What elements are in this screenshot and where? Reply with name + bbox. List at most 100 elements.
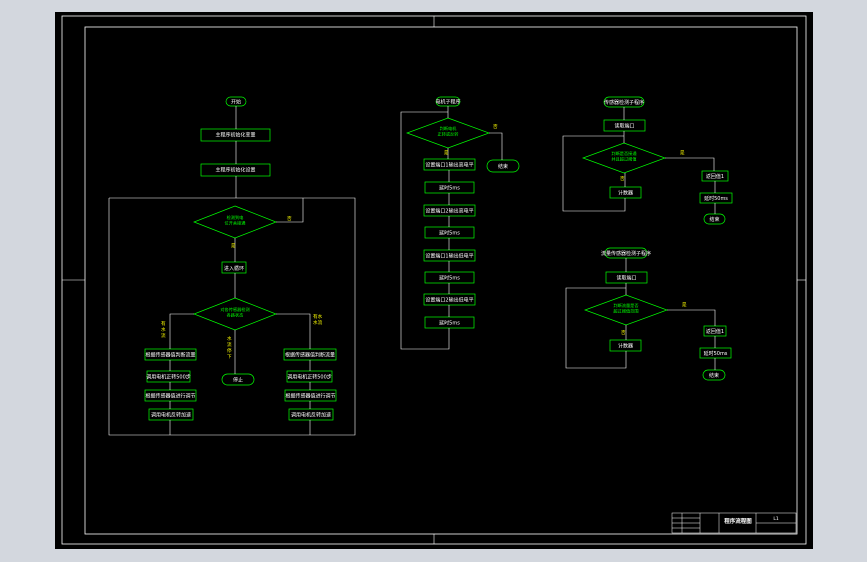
sensor1-end-terminal (703, 213, 726, 225)
sensor1-start-label: 传感器检测子程序 (604, 99, 644, 106)
main-left-step-2-box (146, 370, 191, 383)
text-line: 下 (227, 354, 232, 360)
main-connectors (108, 106, 356, 436)
main-right-step-3-box (284, 389, 337, 402)
sensor2-end-terminal (702, 369, 726, 381)
sensor1-check-diamond (581, 142, 667, 174)
sensor2-return-label: 返回值1 (706, 328, 724, 335)
text-line: 各路状态 (227, 311, 244, 318)
main-right-step-2-box (286, 370, 333, 383)
motor-start-label: 电机子程序 (435, 99, 460, 106)
sensor2-delay-label: 延时50ms (704, 350, 728, 357)
main-left-step-labels: 根据传感器值判断流量 调用电机正转500步 根据传感器值进行调节 调用电机反转加… (145, 352, 195, 419)
text-line: 流 (161, 332, 166, 339)
main-left-step-3-label: 根据传感器值进行调节 (145, 393, 195, 400)
motor-check-label: 判断电机正转或反转 (438, 125, 459, 137)
motor-step-2-box (424, 181, 475, 194)
motor-step-7-box (423, 293, 476, 306)
motor-step-8-label: 延时5ms (439, 320, 460, 327)
main-right-step-1-label: 根据传感器值判断流量 (285, 352, 335, 359)
sensor2-yes-label: 是 (682, 302, 687, 308)
inner-border (84, 26, 798, 535)
text-line: 判断是否接通 (611, 150, 637, 157)
main-stop-terminal (221, 373, 255, 386)
text-line: 流 (227, 341, 232, 348)
sensor1-yes-label: 是 (680, 150, 685, 156)
main-labels: 开始 主程序初始化变量 主程序初始化设置 检测到电位开关接通 否 是 进入循环 … (145, 99, 335, 419)
sensor1-counter-label: 计数器 (618, 190, 633, 197)
sensor2-counter-label: 计数器 (618, 343, 633, 350)
main-enter-loop-label: 进入循环 (224, 265, 244, 272)
motor-step-5-label: 设置端口1输出低电平 (425, 253, 473, 260)
sensor2-delay-box (699, 347, 732, 359)
main-no-label: 否 (287, 216, 292, 222)
main-right-step-4-box (288, 408, 334, 421)
main-right-step-labels: 根据传感器值判断流量 调用电机正转500步 根据传感器值进行调节 调用电机反转加… (285, 352, 336, 419)
text-line: 判断流量是否 (613, 302, 638, 309)
sensor1-labels: 传感器检测子程序 读取端口 判断是否接通并且超过阈值 是 否 计数器 返回值1 … (604, 99, 728, 223)
motor-step-1-label: 设置端口1输出高电平 (425, 162, 473, 169)
sensor1-flowchart (581, 96, 733, 225)
motor-step-5-box (423, 249, 476, 262)
main-right-step-3-label: 根据传感器值进行调节 (285, 393, 335, 400)
main-enter-loop-box (221, 261, 247, 274)
sensor1-delay-box (699, 192, 733, 204)
main-right-step-4-label: 调用电机反转加速 (291, 412, 331, 419)
motor-yes-label: 是 (444, 150, 449, 156)
main-middle-branch-label: 水流停下 (227, 335, 232, 360)
main-left-step-2-label: 调用电机正转500步 (146, 374, 191, 381)
main-left-step-3-box (144, 389, 197, 402)
motor-end-label: 结束 (498, 163, 508, 170)
sheet-code: L1 (773, 516, 779, 522)
sensor1-connectors (562, 107, 716, 214)
sensor1-return-label: 返回值1 (706, 173, 724, 180)
text-line: 对各传感器检测 (220, 306, 249, 313)
text-line: 正转或反转 (438, 130, 459, 137)
text-line: 判断电机 (440, 125, 458, 132)
main-left-step-4-label: 调用电机反转加速 (151, 412, 191, 419)
drawing-canvas[interactable]: 开始 主程序初始化变量 主程序初始化设置 检测到电位开关接通 否 是 进入循环 … (55, 12, 813, 549)
text-line: 超过阈值范围 (613, 307, 638, 314)
main-left-branch-label: 有水流 (161, 320, 166, 339)
main-stop-label: 停止 (233, 377, 243, 384)
main-left-step-4-box (148, 408, 194, 421)
motor-step-3-label: 设置端口2输出高电平 (425, 208, 473, 215)
text-line: 停 (227, 347, 232, 354)
sensor1-end-label: 结束 (709, 216, 719, 223)
sensor1-read-port-label: 读取端口 (614, 123, 634, 130)
main-init-variables-box (200, 128, 271, 142)
main-start-label: 开始 (231, 99, 241, 106)
drawing-sheet: 开始 主程序初始化变量 主程序初始化设置 检测到电位开关接通 否 是 进入循环 … (61, 15, 807, 545)
sensor1-delay-label: 延时50ms (704, 195, 728, 202)
sensor2-no-label: 否 (621, 330, 626, 336)
motor-step-6-box (424, 271, 475, 284)
motor-no-label: 否 (493, 124, 498, 130)
main-check-power-label: 检测到电位开关接通 (225, 214, 247, 226)
main-yes-label: 是 (231, 243, 236, 249)
sensor1-read-port-box (603, 119, 646, 132)
title-block (671, 512, 797, 534)
motor-step-1-box (423, 158, 476, 171)
motor-connectors (400, 106, 503, 350)
text-line: 水 (161, 326, 166, 333)
main-init-io-label: 主程序初始化设置 (215, 167, 255, 174)
motor-step-7-label: 设置端口2输出低电平 (425, 297, 473, 304)
sensor1-no-label: 否 (620, 176, 625, 182)
motor-step-4-label: 延时5ms (439, 230, 460, 237)
motor-step-4-box (424, 226, 475, 239)
text-line: 有水 (313, 313, 323, 320)
outer-border (61, 15, 807, 545)
sensor2-flowchart (583, 247, 732, 381)
motor-step-8-box (424, 316, 475, 329)
text-line: 水 (227, 335, 232, 342)
text-line: 位开关接通 (225, 219, 247, 226)
sensor2-read-port-box (605, 271, 648, 284)
text-line: 有 (161, 320, 166, 327)
main-flowchart (144, 96, 337, 421)
sensor1-counter-box (609, 186, 642, 199)
main-left-step-1-box (144, 348, 197, 361)
sensor2-check-label: 判断流量是否超过阈值范围 (613, 302, 638, 314)
motor-end-terminal (486, 159, 520, 173)
text-line: 检测到电 (227, 214, 245, 221)
